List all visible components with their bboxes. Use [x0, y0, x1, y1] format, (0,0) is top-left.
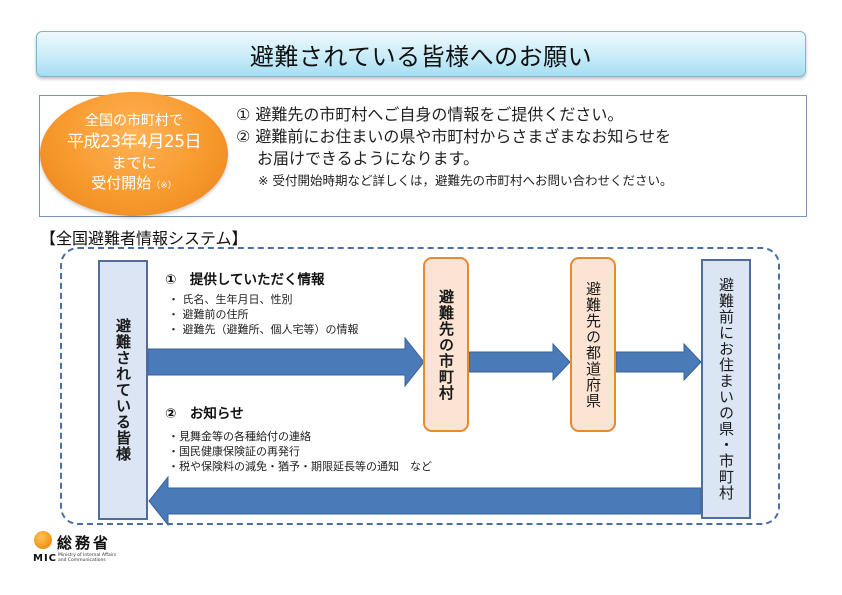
badge-line-4: 受付開始（※）	[91, 173, 177, 197]
notice-item-2-cont: お届けできるようになります。	[257, 149, 480, 168]
notify-item: ・国民健康保険証の再発行	[168, 445, 300, 458]
notice-item-2: ② 避難前にお住まいの県や市町村からさまざまなお知らせを	[236, 127, 672, 146]
box-origin-municipality-label: 避難前にお住まいの県・市町村	[717, 277, 735, 501]
provide-info-item: ・ 氏名、生年月日、性別	[168, 293, 293, 306]
badge-note-mark: （※）	[151, 181, 177, 191]
logo-name-en-line-1: Ministry of Internal Affairs	[58, 553, 117, 558]
box-origin-municipality: 避難前にお住まいの県・市町村	[701, 259, 751, 519]
box-evacuees-label: 避難されている皆様	[114, 318, 132, 462]
start-date-badge: 全国の市町村で 平成23年4月25日 までに 受付開始（※）	[40, 92, 228, 216]
badge-start-text: 受付開始	[91, 174, 152, 192]
provide-info-list: ・ 氏名、生年月日、性別 ・ 避難前の住所 ・ 避難先（避難所、個人宅等）の情報	[168, 292, 359, 337]
logo-name-jp: 総務省	[57, 534, 112, 552]
badge-line-1: 全国の市町村で	[85, 113, 183, 129]
provide-info-heading: ① 提供していただく情報	[165, 272, 325, 288]
badge-date: 平成23年4月25日	[66, 132, 202, 152]
notify-item: ・税や保険料の減免・猶予・期限延長等の通知 など	[168, 460, 432, 473]
arrow-origin-to-evacuees	[148, 475, 702, 527]
title-banner: 避難されている皆様へのお願い	[36, 31, 806, 77]
system-diagram-frame	[60, 247, 780, 525]
box-evacuation-city-label: 避難先の市町村	[437, 288, 455, 401]
arrow-evacuees-to-city	[147, 336, 425, 388]
box-evacuation-city: 避難先の市町村	[423, 257, 469, 432]
notice-footnote: ※ 受付開始時期など詳しくは，避難先の市町村へお問い合わせください。	[258, 173, 673, 188]
arrow-city-to-pref	[468, 342, 571, 382]
notice-list: ① 避難先の市町村へご自身の情報をご提供ください。 ② 避難前にお住まいの県や市…	[236, 104, 796, 192]
sun-logo-icon	[34, 531, 52, 549]
box-evacuation-prefecture-label: 避難先の都道府県	[584, 280, 602, 409]
box-evacuees: 避難されている皆様	[98, 260, 148, 520]
logo-name-en: Ministry of Internal Affairs and Communi…	[58, 553, 116, 563]
logo-abbr: MIC	[33, 553, 58, 564]
notify-list: ・見舞金等の各種給付の連絡 ・国民健康保険証の再発行 ・税や保険料の減免・猶予・…	[168, 429, 432, 474]
notice-item-1: ① 避難先の市町村へご自身の情報をご提供ください。	[236, 105, 624, 124]
arrow-pref-to-origin	[615, 342, 702, 382]
mic-logo: 総務省 MIC Ministry of Internal Affairs and…	[33, 531, 143, 571]
notify-heading: ② お知らせ	[165, 406, 244, 422]
section-title: 【全国避難者情報システム】	[40, 229, 248, 248]
provide-info-item: ・ 避難先（避難所、個人宅等）の情報	[168, 323, 359, 336]
page-title: 避難されている皆様へのお願い	[249, 42, 593, 71]
logo-name-en-line-2: and Communications	[58, 558, 106, 563]
provide-info-item: ・ 避難前の住所	[168, 308, 249, 321]
notify-item: ・見舞金等の各種給付の連絡	[168, 430, 311, 443]
box-evacuation-prefecture: 避難先の都道府県	[570, 257, 616, 432]
badge-line-3: までに	[111, 154, 157, 172]
